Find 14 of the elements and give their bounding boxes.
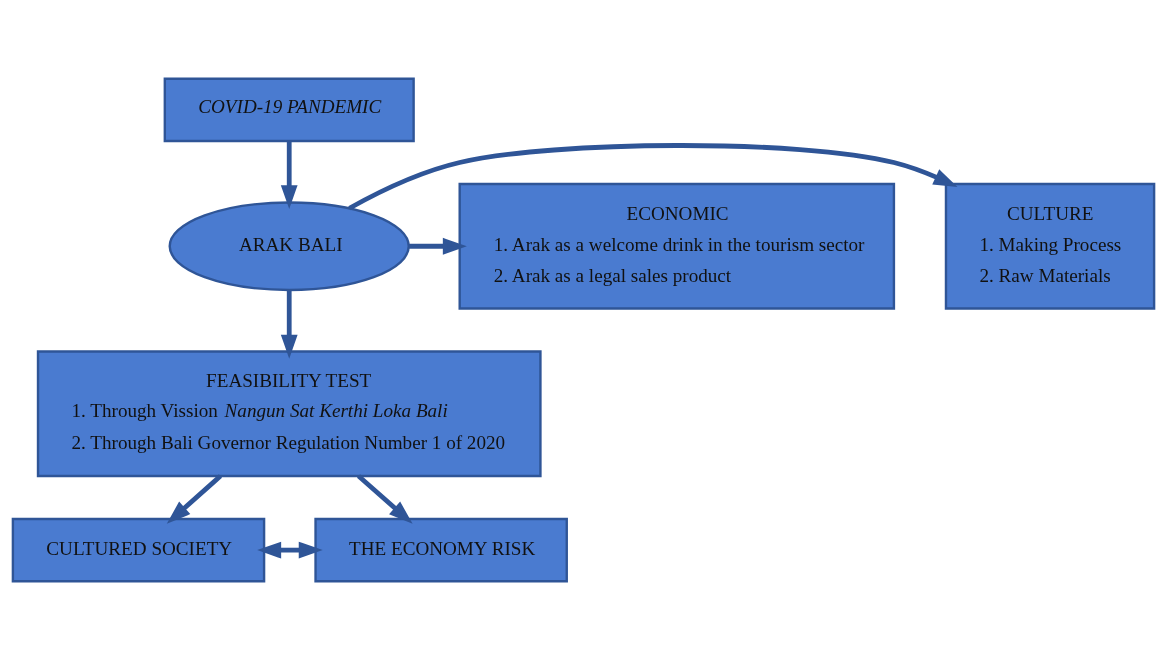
node-ellipse: ARAK BALI	[168, 200, 410, 291]
arrow	[280, 140, 298, 209]
node-box: CULTURED SOCIETY	[11, 517, 266, 582]
node-box: COVID-19 PANDEMIC	[163, 77, 415, 142]
arrow	[257, 541, 323, 558]
arrow	[166, 473, 223, 524]
node-box: CULTURE 1. Making Process 2. Raw Materials	[944, 182, 1156, 310]
arrow	[356, 473, 413, 524]
arrow	[280, 289, 298, 359]
node-box: FEASIBILITY TEST 1. Through Vission Nangun Sat Kerthi Loka Bali 2. Through Bali Governor Regulation Number 1 of 2020	[36, 349, 542, 477]
arrow	[348, 142, 958, 210]
node-box: ECONOMIC 1. Arak as a welcome drink in the tourism sector 2. Arak as a legal sales product	[458, 182, 896, 310]
node-box: THE ECONOMY RISK	[314, 517, 568, 582]
arrow	[408, 237, 467, 255]
